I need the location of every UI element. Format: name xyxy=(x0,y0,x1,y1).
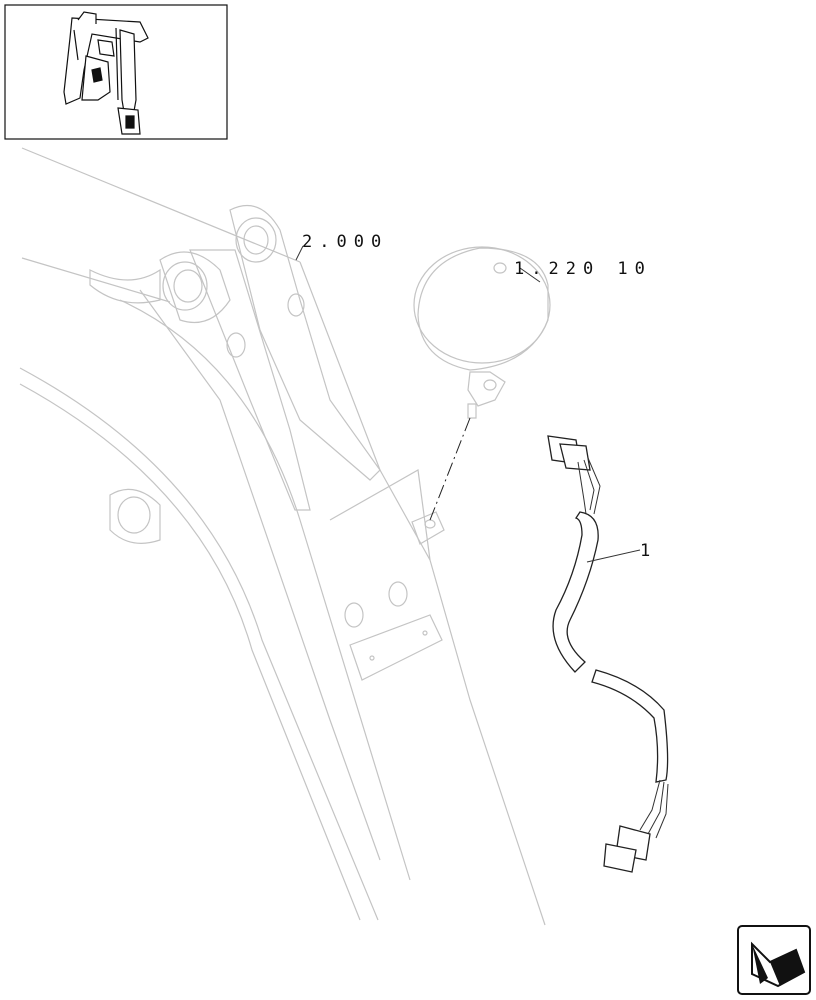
wiring-harness[interactable] xyxy=(547,435,669,873)
leader-lines xyxy=(295,245,641,563)
callout-lamp: 1.220 10 xyxy=(514,259,652,279)
callout-harness: 1 xyxy=(640,541,657,561)
excavator-thumbnail-icon xyxy=(63,11,149,135)
next-page-arrow-icon[interactable] xyxy=(737,925,811,995)
thumbnail-inset[interactable] xyxy=(4,4,228,140)
boom-outline xyxy=(19,147,546,926)
mounting-axis-line xyxy=(429,417,471,521)
work-lamp[interactable] xyxy=(413,246,551,419)
callout-boom: 2.000 xyxy=(302,232,388,252)
